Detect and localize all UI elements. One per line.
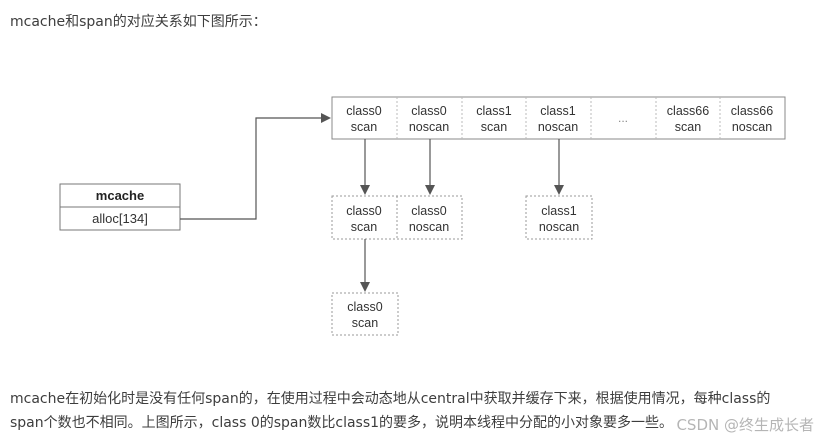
top-cell-6-line1: class66 <box>731 104 773 118</box>
top-cell-5-line1: class66 <box>667 104 709 118</box>
bottom-span-0-line2: scan <box>352 316 378 330</box>
top-cell-2-line1: class1 <box>476 104 511 118</box>
mcache-alloc-field: alloc[134] <box>92 211 148 226</box>
mid-span-1-line1: class0 <box>411 204 446 218</box>
mid-span-1-line2: noscan <box>409 220 449 234</box>
watermark-text: CSDN @终生成长者 <box>676 416 814 434</box>
top-cell-1-line1: class0 <box>411 104 446 118</box>
mid-span-2-line2: noscan <box>539 220 579 234</box>
top-cell-0-line1: class0 <box>346 104 381 118</box>
top-cell-3-line1: class1 <box>540 104 575 118</box>
mid-span-0-line2: scan <box>351 220 377 234</box>
bottom-span-0-line1: class0 <box>347 300 382 314</box>
span-class1-noscan: class1 noscan <box>525 195 593 240</box>
description-line-1: mcache在初始化时是没有任何span的，在使用过程中会动态地从central… <box>10 391 771 407</box>
top-cell-0-line2: scan <box>351 120 377 134</box>
mid-span-0-line1: class0 <box>346 204 381 218</box>
mid-span-2-line1: class1 <box>541 204 576 218</box>
span-class-array: class0 scan class0 noscan class1 scan cl… <box>331 96 786 140</box>
top-cell-6-line2: noscan <box>732 120 772 134</box>
mcache-to-spans-arrow <box>180 113 331 220</box>
top-cell-ellipsis: ... <box>618 111 628 125</box>
top-cell-2-line2: scan <box>481 120 507 134</box>
mcache-box: mcache alloc[134] <box>59 183 181 231</box>
mcache-title: mcache <box>96 188 144 203</box>
intro-text: mcache和span的对应关系如下图所示： <box>10 14 267 30</box>
top-cell-3-line2: noscan <box>538 120 578 134</box>
span-class0-group: class0 scan class0 noscan <box>331 195 463 240</box>
description-line-2: span个数也不相同。上图所示，class 0的span数比class1的要多，… <box>10 415 674 431</box>
span-class0-scan-second: class0 scan <box>331 292 399 336</box>
top-cell-1-line2: noscan <box>409 120 449 134</box>
top-cell-5-line2: scan <box>675 120 701 134</box>
